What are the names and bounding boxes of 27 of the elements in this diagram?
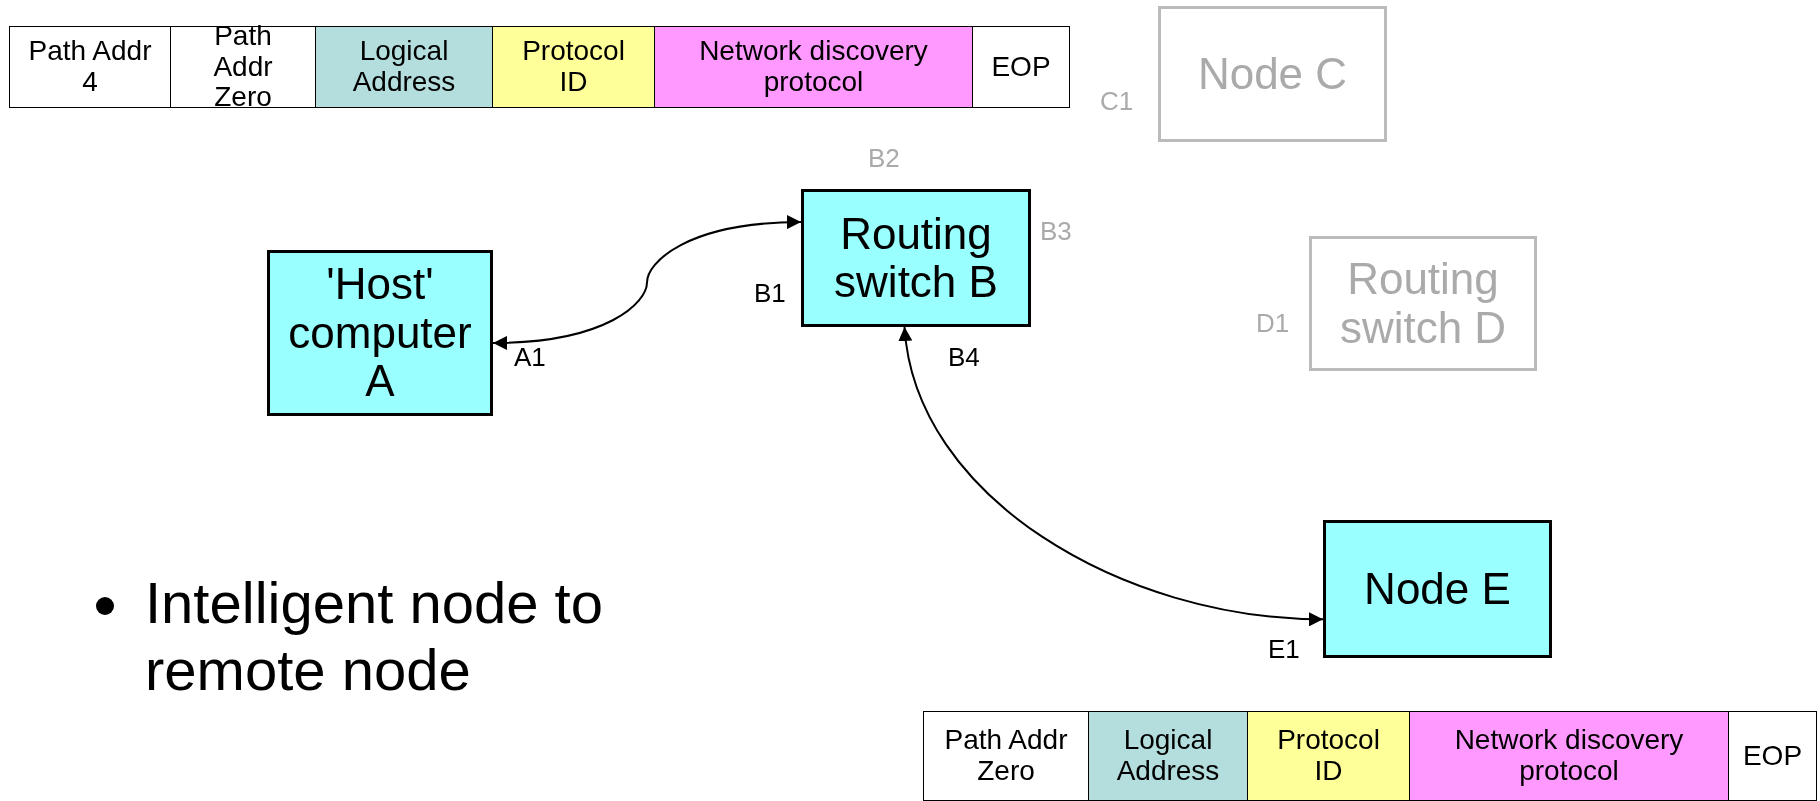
double-arrow: [492, 215, 802, 350]
inactive-node-box: Routing switch D: [1309, 236, 1537, 371]
table-cell: Protocol ID: [1247, 711, 1410, 801]
table-cell: EOP: [972, 26, 1070, 108]
table-cell: Path Addr 4: [9, 26, 171, 108]
node-box: 'Host' computer A: [267, 250, 493, 416]
port-label: C1: [1100, 88, 1134, 114]
port-label: B2: [868, 145, 900, 171]
bullet-text: Intelligent node to remote node: [145, 570, 604, 704]
inactive-node-box: Node C: [1158, 6, 1387, 142]
table-cell: Logical Address: [1088, 711, 1248, 801]
table-cell: Protocol ID: [492, 26, 655, 108]
port-label: A1: [514, 344, 546, 370]
table-cell: Network discovery protocol: [1409, 711, 1729, 801]
node-box: Node E: [1323, 520, 1552, 658]
double-arrow: [899, 326, 1324, 626]
port-label: B3: [1040, 218, 1072, 244]
table-cell: Logical Address: [315, 26, 493, 108]
port-label: B4: [948, 344, 980, 370]
table-cell: EOP: [1728, 711, 1817, 801]
table-cell: Network discovery protocol: [654, 26, 973, 108]
port-label: B1: [754, 280, 786, 306]
table-cell: Path Addr Zero: [170, 26, 316, 108]
port-label: D1: [1256, 310, 1290, 336]
table-cell: Path Addr Zero: [923, 711, 1089, 801]
node-box: Routing switch B: [801, 189, 1031, 327]
port-label: E1: [1268, 636, 1300, 662]
